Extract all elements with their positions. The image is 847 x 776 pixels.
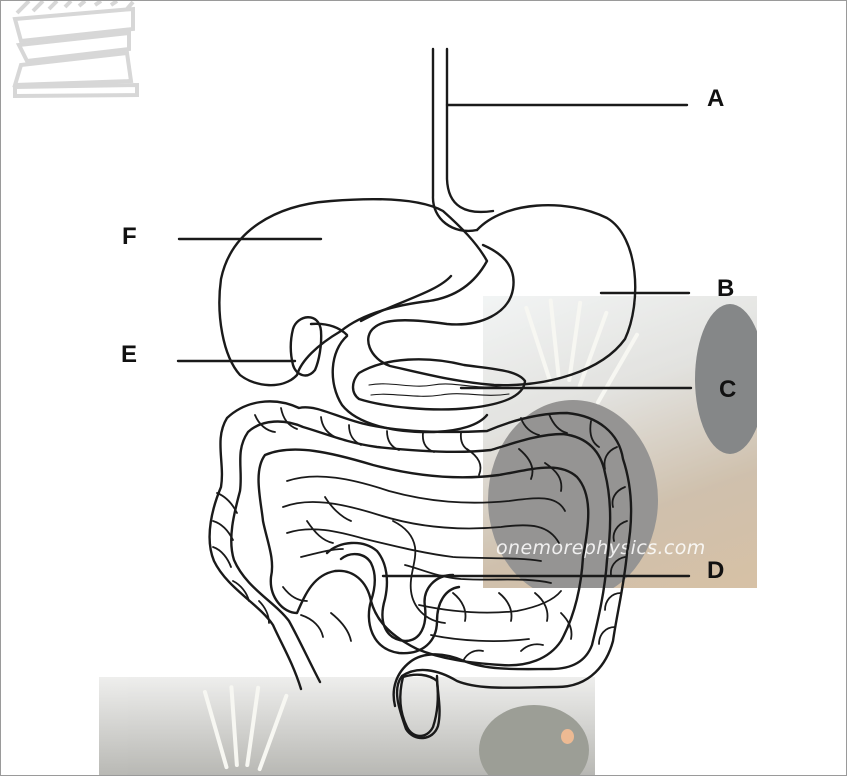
label-b: B [717,277,734,301]
liver [219,199,487,385]
label-e: E [121,343,137,367]
esophagus [433,49,493,231]
gallbladder [291,317,321,375]
duodenum [333,336,487,432]
label-d: D [707,559,724,583]
label-c: C [719,378,736,402]
label-f: F [122,225,137,249]
label-a: A [707,87,724,111]
rectum [400,675,437,736]
stomach [368,205,635,385]
small-intestine [259,450,589,666]
